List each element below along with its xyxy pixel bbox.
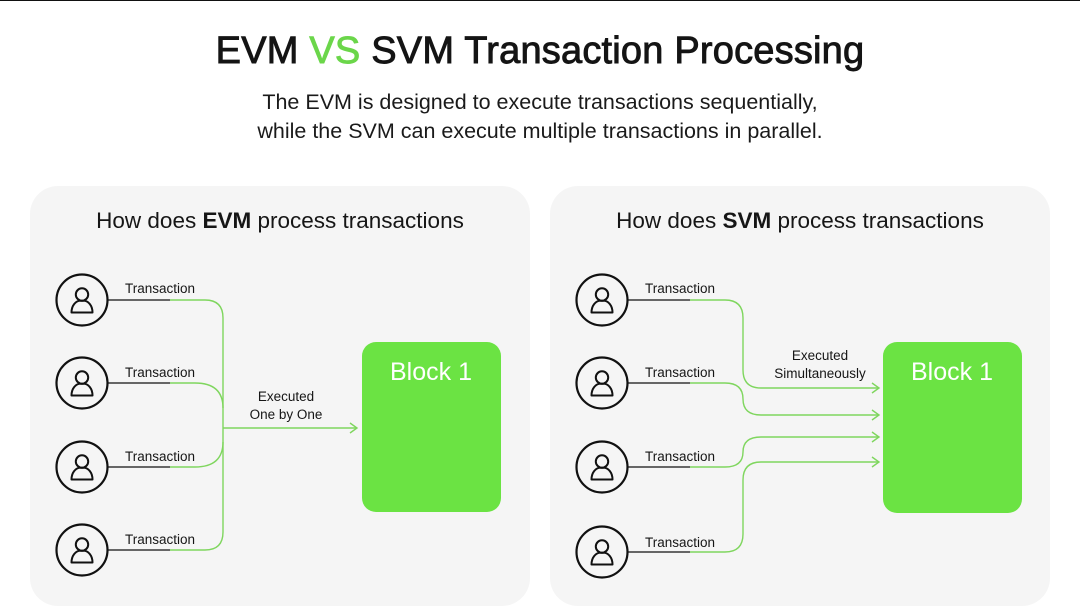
evm-heading-suffix: process transactions <box>251 208 464 233</box>
svm-arrowhead-4 <box>871 456 881 468</box>
user-icon <box>575 525 629 579</box>
evm-route-2 <box>170 382 224 409</box>
svm-panel-heading: How does SVM process transactions <box>550 208 1050 234</box>
svm-tx-label-1: Transaction <box>645 281 715 296</box>
evm-block-label: Block 1 <box>390 358 472 386</box>
evm-user-3 <box>55 440 109 494</box>
user-icon <box>55 440 109 494</box>
evm-tx-label-4: Transaction <box>125 532 195 547</box>
evm-exec-line-2: One by One <box>250 407 323 422</box>
user-icon <box>55 356 109 410</box>
evm-heading-bold: EVM <box>202 208 252 233</box>
evm-route-3 <box>170 441 224 468</box>
subtitle-line-1: The EVM is designed to execute transacti… <box>262 90 818 114</box>
svm-route-4 <box>690 461 878 553</box>
svm-exec-line-1: Executed <box>792 348 848 363</box>
svm-user-2 <box>575 356 629 410</box>
evm-block <box>362 342 501 512</box>
svm-arrowhead-3 <box>871 431 881 443</box>
page-subtitle: The EVM is designed to execute transacti… <box>0 88 1080 146</box>
svm-tx-label-4: Transaction <box>645 535 715 550</box>
evm-user-4 <box>55 523 109 577</box>
page-title: EVM VS SVM Transaction Processing <box>0 30 1080 73</box>
svm-heading-suffix: process transactions <box>771 208 984 233</box>
title-vs: VS <box>309 30 361 73</box>
evm-panel-heading: How does EVM process transactions <box>30 208 530 234</box>
evm-diagram: Transaction Transaction Transaction Tran… <box>55 273 501 577</box>
title-svm-transaction-processing: SVM Transaction Processing <box>371 30 865 73</box>
evm-heading-prefix: How does <box>96 208 203 233</box>
svm-route-1 <box>690 299 878 389</box>
user-icon <box>575 356 629 410</box>
evm-tx-label-3: Transaction <box>125 449 195 464</box>
svm-arrowhead-2 <box>871 409 881 421</box>
evm-panel: How does EVM process transactions <box>30 186 530 606</box>
svm-panel: How does SVM process transactions <box>550 186 1050 606</box>
svm-tx-label-2: Transaction <box>645 365 715 380</box>
svm-diagram: Transaction Transaction Transaction Tran… <box>575 273 1022 579</box>
evm-route-outer <box>170 299 224 551</box>
svm-route-2 <box>690 382 878 416</box>
title-evm: EVM <box>215 30 299 73</box>
svm-user-3 <box>575 440 629 494</box>
evm-exec-line-1: Executed <box>258 389 314 404</box>
svm-user-1 <box>575 273 629 327</box>
top-border-line <box>0 0 1080 1</box>
user-icon <box>575 440 629 494</box>
svm-exec-line-2: Simultaneously <box>774 366 866 381</box>
evm-tx-label-1: Transaction <box>125 281 195 296</box>
evm-tx-label-2: Transaction <box>125 365 195 380</box>
svm-user-4 <box>575 525 629 579</box>
svm-block-label: Block 1 <box>911 358 993 386</box>
subtitle-line-2: while the SVM can execute multiple trans… <box>257 119 823 143</box>
svm-block <box>883 342 1022 513</box>
evm-arrowhead <box>349 422 359 434</box>
evm-user-2 <box>55 356 109 410</box>
svm-tx-label-3: Transaction <box>645 449 715 464</box>
user-icon <box>55 523 109 577</box>
svm-heading-bold: SVM <box>722 208 772 233</box>
svm-arrowhead-1 <box>871 382 881 394</box>
user-icon <box>575 273 629 327</box>
evm-user-1 <box>55 273 109 327</box>
svm-route-3 <box>690 436 878 468</box>
user-icon <box>55 273 109 327</box>
svm-heading-prefix: How does <box>616 208 723 233</box>
